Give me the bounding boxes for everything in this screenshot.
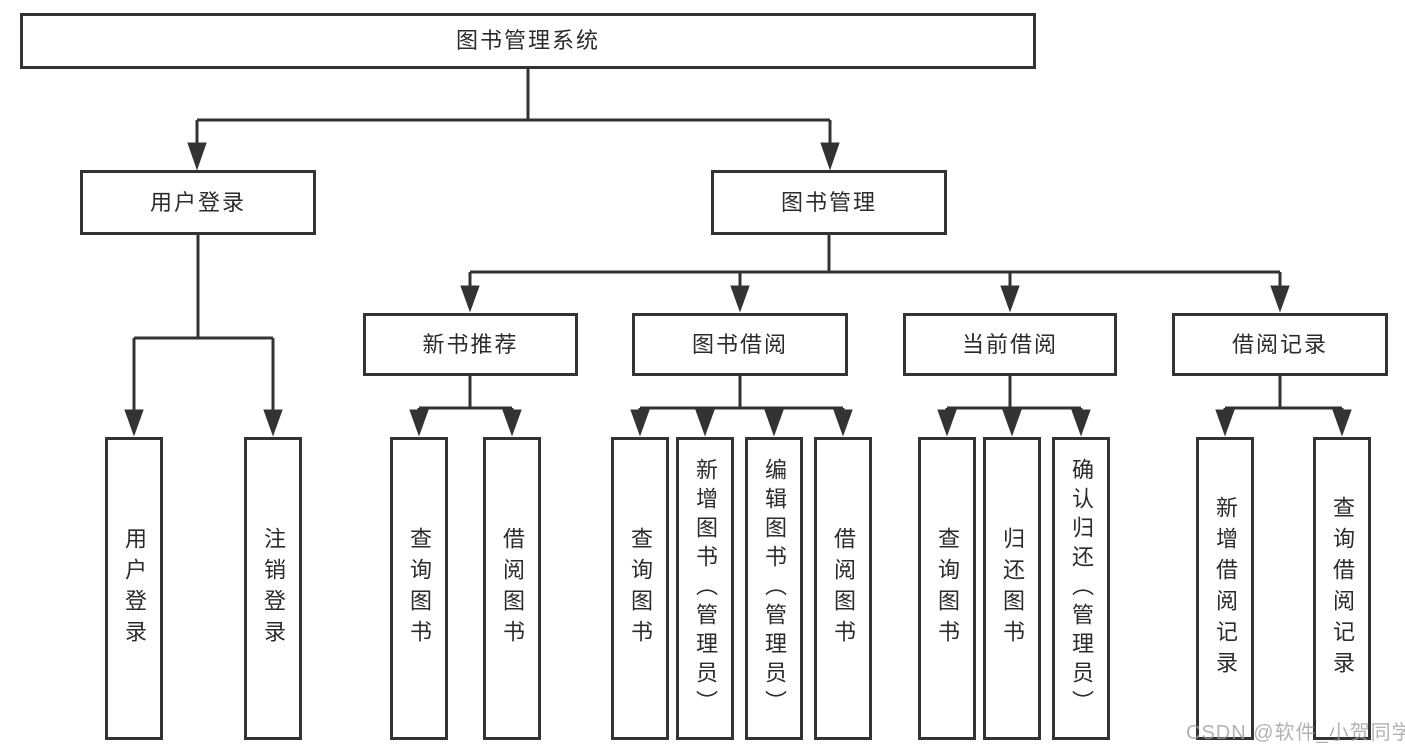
leaf-borrow-add-books-admin: 新增图书（管理员） <box>676 437 734 740</box>
connector-book-borrow-to-leaves <box>638 376 845 412</box>
leaf-logout: 注销登录 <box>244 437 302 740</box>
node-current-borrow-label: 当前借阅 <box>961 331 1058 357</box>
leaf-current-query-books-label: 查询图书 <box>935 526 960 651</box>
leaf-borrow-edit-books-admin: 编辑图书（管理员） <box>745 437 803 740</box>
leaf-current-confirm-return-admin-label: 确认归还（管理员） <box>1069 458 1094 719</box>
leaf-user-login: 用户登录 <box>105 437 163 740</box>
leaf-current-return-books-label: 归还图书 <box>1000 526 1025 651</box>
leaf-records-query-record-label: 查询借阅记录 <box>1330 495 1355 682</box>
leaf-newbook-query-books-label: 查询图书 <box>407 526 432 651</box>
node-book-management-label: 图书管理 <box>780 189 877 215</box>
arrow-down-icon <box>409 409 522 437</box>
connector-user-login-to-leaves <box>132 235 275 412</box>
node-new-book-recommend-label: 新书推荐 <box>422 331 519 357</box>
node-new-book-recommend: 新书推荐 <box>363 313 578 376</box>
node-borrow-records-label: 借阅记录 <box>1231 331 1328 357</box>
arrow-down-icon <box>187 142 840 171</box>
node-book-borrow-label: 图书借阅 <box>691 331 788 357</box>
leaf-borrow-edit-books-admin-label: 编辑图书（管理员） <box>762 458 787 719</box>
leaf-current-return-books: 归还图书 <box>983 437 1041 740</box>
leaf-newbook-borrow-books-label: 借阅图书 <box>500 526 525 651</box>
leaf-records-query-record: 查询借阅记录 <box>1313 437 1371 740</box>
arrow-down-icon <box>1215 409 1352 437</box>
leaf-records-add-record-label: 新增借阅记录 <box>1213 495 1238 682</box>
leaf-borrow-add-books-admin-label: 新增图书（管理员） <box>693 458 718 719</box>
leaf-borrow-query-books-label: 查询图书 <box>628 526 653 651</box>
leaf-user-login-label: 用户登录 <box>122 526 147 651</box>
leaf-borrow-borrow-books: 借阅图书 <box>814 437 872 740</box>
connector-new-books-to-leaves <box>417 376 514 412</box>
leaf-current-query-books: 查询图书 <box>918 437 976 740</box>
leaf-records-add-record: 新增借阅记录 <box>1196 437 1254 740</box>
watermark: CSDN @软件_小贺同学 <box>1186 722 1405 744</box>
connector-current-borrow-to-leaves <box>945 376 1083 412</box>
connector-root-to-level2 <box>195 69 832 145</box>
leaf-logout-label: 注销登录 <box>261 526 286 651</box>
leaf-borrow-borrow-books-label: 借阅图书 <box>831 526 856 651</box>
node-user-login-label: 用户登录 <box>149 189 246 215</box>
node-current-borrow: 当前借阅 <box>903 313 1117 376</box>
node-borrow-records: 借阅记录 <box>1172 313 1388 376</box>
leaf-newbook-query-books: 查询图书 <box>390 437 448 740</box>
node-root-label: 图书管理系统 <box>455 28 600 53</box>
connector-borrow-records-to-leaves <box>1223 376 1344 412</box>
node-root: 图书管理系统 <box>20 13 1036 69</box>
arrow-down-icon <box>937 409 1091 437</box>
node-user-login: 用户登录 <box>80 170 316 235</box>
leaf-borrow-query-books: 查询图书 <box>611 437 669 740</box>
arrow-down-icon <box>630 409 853 437</box>
node-book-management: 图书管理 <box>711 170 947 235</box>
arrow-down-icon <box>124 409 283 437</box>
node-book-borrow: 图书借阅 <box>632 313 848 376</box>
connector-book-management-to-level3 <box>468 235 1282 288</box>
leaf-current-confirm-return-admin: 确认归还（管理员） <box>1052 437 1110 740</box>
leaf-newbook-borrow-books: 借阅图书 <box>483 437 541 740</box>
arrow-down-icon <box>460 285 1290 313</box>
